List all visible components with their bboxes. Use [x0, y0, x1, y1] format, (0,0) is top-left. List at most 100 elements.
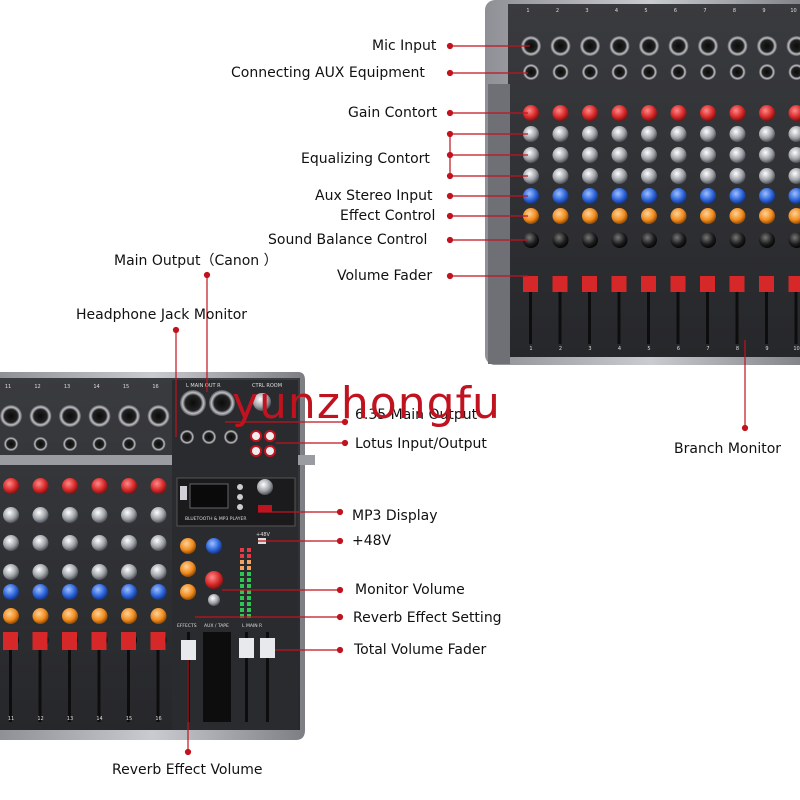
reverb-effect-knob[interactable] — [180, 538, 196, 554]
mp3-volume-knob[interactable] — [257, 479, 273, 495]
effect-knob[interactable] — [582, 208, 598, 224]
aux-knob[interactable] — [729, 188, 746, 204]
channel-fader-cap[interactable] — [150, 632, 166, 650]
monitor-volume-knob[interactable] — [205, 571, 223, 589]
pan-knob[interactable] — [523, 232, 539, 248]
channel-fader-cap[interactable] — [670, 276, 686, 292]
pan-knob[interactable] — [729, 232, 746, 248]
line-input-jack[interactable] — [670, 64, 687, 80]
effects-fader-cap[interactable] — [181, 640, 196, 660]
eq-high-knob[interactable] — [32, 507, 49, 523]
eq-high-knob[interactable] — [523, 126, 539, 142]
channel-fader-cap[interactable] — [32, 632, 48, 650]
pan-knob[interactable] — [759, 232, 775, 248]
line-input-jack[interactable] — [788, 64, 800, 80]
aux-knob[interactable] — [611, 188, 628, 204]
eq-high-knob[interactable] — [91, 507, 108, 523]
eq-low-knob[interactable] — [582, 168, 598, 184]
gain-knob[interactable] — [700, 105, 716, 121]
channel-fader-cap[interactable] — [729, 276, 745, 292]
aux-knob[interactable] — [62, 584, 78, 600]
aux-knob[interactable] — [641, 188, 657, 204]
effect-knob[interactable] — [121, 608, 137, 624]
line-input-jack[interactable] — [4, 437, 18, 451]
eq-high-knob[interactable] — [3, 507, 19, 523]
reverb-effect-knob[interactable] — [180, 584, 196, 600]
mic-input-xlr[interactable] — [609, 36, 630, 56]
monitor-knob[interactable] — [208, 594, 220, 606]
line-input-jack[interactable] — [151, 437, 166, 451]
effect-knob[interactable] — [788, 208, 800, 224]
eq-high-knob[interactable] — [700, 126, 716, 142]
mic-input-xlr[interactable] — [639, 36, 659, 56]
mic-input-xlr[interactable] — [727, 36, 748, 56]
mic-input-xlr[interactable] — [59, 405, 81, 427]
main-out-jack-right[interactable] — [202, 430, 216, 444]
eq-high-knob[interactable] — [759, 126, 775, 142]
pan-knob[interactable] — [670, 232, 687, 248]
aux-knob[interactable] — [582, 188, 598, 204]
channel-fader-cap[interactable] — [523, 276, 538, 292]
eq-mid-knob[interactable] — [611, 147, 628, 163]
effect-knob[interactable] — [3, 608, 19, 624]
eq-low-knob[interactable] — [641, 168, 657, 184]
aux-knob[interactable] — [91, 584, 108, 600]
channel-fader-cap[interactable] — [582, 276, 597, 292]
eq-mid-knob[interactable] — [523, 147, 539, 163]
mic-input-xlr[interactable] — [668, 36, 689, 56]
line-input-jack[interactable] — [700, 64, 716, 80]
eq-high-knob[interactable] — [611, 126, 628, 142]
channel-fader-cap[interactable] — [552, 276, 568, 292]
line-input-jack[interactable] — [122, 437, 136, 451]
gain-knob[interactable] — [788, 105, 800, 121]
gain-knob[interactable] — [641, 105, 657, 121]
rca-jack[interactable] — [250, 445, 262, 457]
aux-knob[interactable] — [759, 188, 775, 204]
aux-knob[interactable] — [32, 584, 49, 600]
eq-low-knob[interactable] — [759, 168, 775, 184]
mic-input-xlr[interactable] — [147, 405, 170, 427]
channel-fader-cap[interactable] — [759, 276, 774, 292]
mic-input-xlr[interactable] — [88, 405, 111, 427]
rca-jack[interactable] — [250, 430, 262, 442]
mp3-button[interactable] — [237, 504, 243, 510]
aux-knob[interactable] — [552, 188, 569, 204]
eq-low-knob[interactable] — [523, 168, 539, 184]
eq-high-knob[interactable] — [62, 507, 78, 523]
channel-fader-cap[interactable] — [641, 276, 656, 292]
effect-knob[interactable] — [641, 208, 657, 224]
effect-knob[interactable] — [523, 208, 539, 224]
pan-knob[interactable] — [552, 232, 569, 248]
mp3-red-button[interactable] — [258, 505, 272, 512]
eq-mid-knob[interactable] — [729, 147, 746, 163]
main-left-fader-cap[interactable] — [239, 638, 254, 658]
mic-input-xlr[interactable] — [786, 36, 800, 56]
channel-fader-cap[interactable] — [3, 632, 18, 650]
main-out-xlr-left[interactable] — [180, 390, 206, 416]
effect-level-knob[interactable] — [206, 538, 222, 554]
aux-knob[interactable] — [788, 188, 800, 204]
effect-knob[interactable] — [729, 208, 746, 224]
eq-low-knob[interactable] — [700, 168, 716, 184]
line-input-jack[interactable] — [552, 64, 569, 80]
mic-input-xlr[interactable] — [29, 405, 52, 427]
eq-high-knob[interactable] — [121, 507, 137, 523]
mic-input-xlr[interactable] — [118, 405, 140, 427]
eq-mid-knob[interactable] — [32, 535, 49, 551]
aux-knob[interactable] — [523, 188, 539, 204]
mic-input-xlr[interactable] — [757, 36, 777, 56]
line-input-jack[interactable] — [611, 64, 628, 80]
mic-input-xlr[interactable] — [550, 36, 571, 56]
eq-low-knob[interactable] — [62, 564, 78, 580]
eq-mid-knob[interactable] — [121, 535, 137, 551]
gain-knob[interactable] — [670, 105, 687, 121]
eq-low-knob[interactable] — [552, 168, 569, 184]
pan-knob[interactable] — [641, 232, 657, 248]
reverb-effect-knob[interactable] — [180, 561, 196, 577]
gain-knob[interactable] — [121, 478, 137, 494]
line-input-jack[interactable] — [92, 437, 107, 451]
eq-mid-knob[interactable] — [788, 147, 800, 163]
effect-knob[interactable] — [552, 208, 569, 224]
eq-mid-knob[interactable] — [3, 535, 19, 551]
main-out-xlr-right[interactable] — [209, 390, 235, 416]
